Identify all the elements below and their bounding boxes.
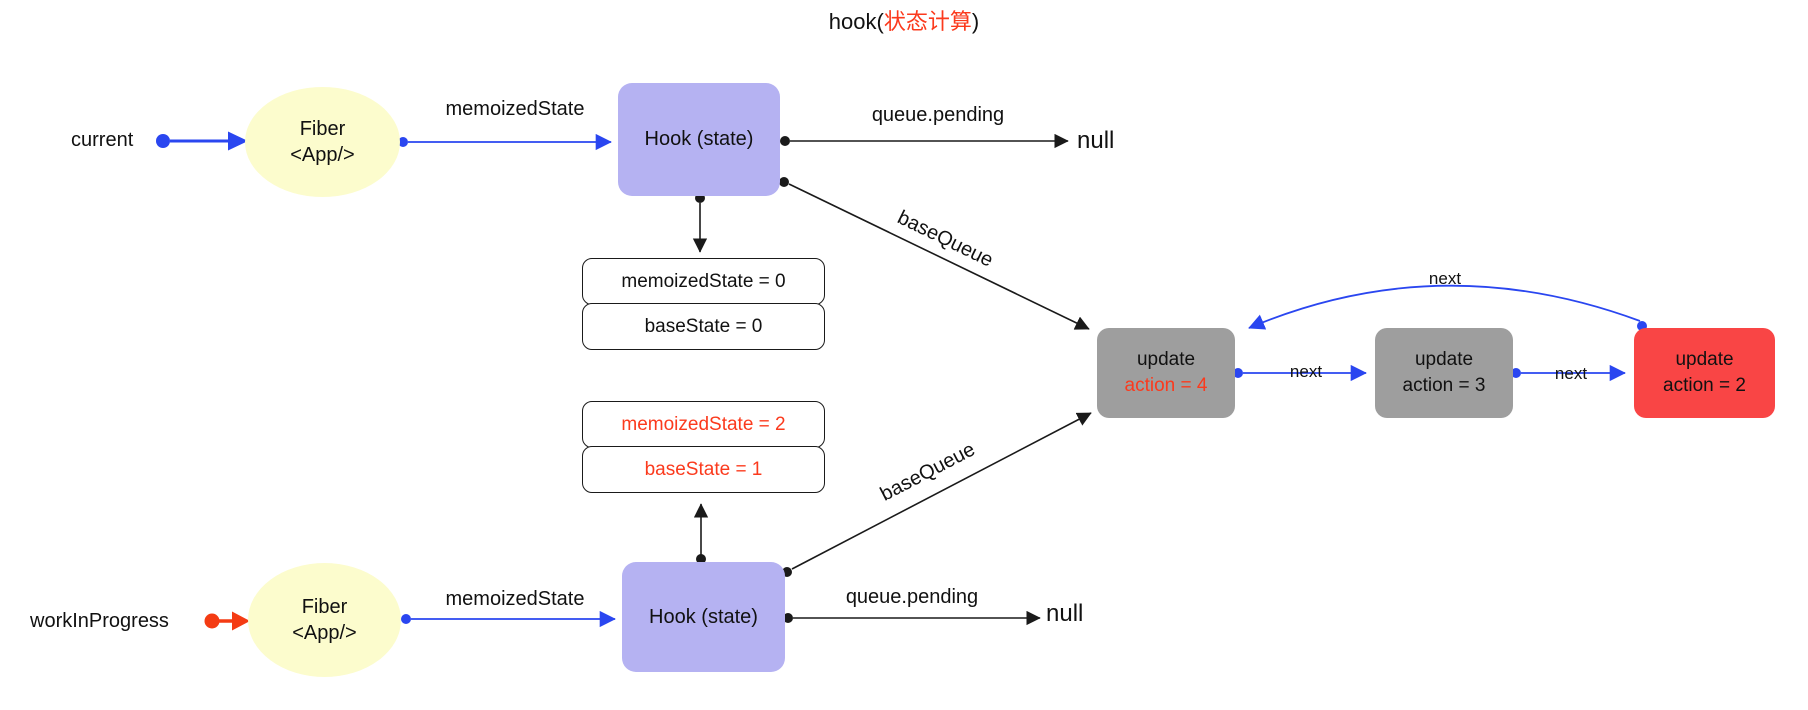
state-box-wip: memoizedState = 2 baseState = 1 <box>582 401 825 493</box>
fiber-node-current: Fiber <App/> <box>245 87 400 197</box>
title-suffix: ) <box>971 9 980 34</box>
update-node-action2: update action = 2 <box>1634 328 1775 418</box>
edge-memoizedstate-bottom <box>401 610 616 628</box>
queue-pending-label-bottom: queue.pending <box>845 586 979 608</box>
edge-next-1 <box>1233 364 1367 382</box>
update2-line2: action = 2 <box>1663 375 1746 396</box>
null-label-top: null <box>1077 127 1115 154</box>
null-label-bottom: null <box>1046 600 1084 627</box>
state-wip-memoized: memoizedState = 2 <box>582 401 825 448</box>
edge-queue-pending-top <box>780 133 1069 149</box>
title-highlight: 状态计算 <box>883 9 972 34</box>
hook-node-wip: Hook (state) <box>622 562 785 672</box>
state-box-current: memoizedState = 0 baseState = 0 <box>582 258 825 350</box>
edge-next-2 <box>1511 364 1626 382</box>
edge-wip-to-fiber <box>204 611 250 631</box>
fiber-wip-line2: <App/> <box>292 622 357 644</box>
fiber-current-line2: <App/> <box>290 144 355 166</box>
update-node-action3: update action = 3 <box>1375 328 1513 418</box>
edge-queue-pending-bottom <box>783 610 1041 626</box>
memoizedstate-edge-label-top: memoizedState <box>445 98 585 120</box>
work-in-progress-label: workInProgress <box>30 610 169 632</box>
state-current-base: baseState = 0 <box>582 303 825 350</box>
state-current-memoized: memoizedState = 0 <box>582 258 825 305</box>
next-label-2: next <box>1554 364 1588 383</box>
edge-basequeue-top <box>779 177 1090 330</box>
fiber-wip-line1: Fiber <box>301 596 348 618</box>
update4-line2: action = 4 <box>1124 375 1208 396</box>
hook-current-label: Hook (state) <box>644 128 754 150</box>
edge-next-loop <box>1248 284 1647 331</box>
state-wip-base: baseState = 1 <box>582 446 825 493</box>
title-prefix: hook( <box>828 9 884 34</box>
fiber-current-line1: Fiber <box>299 118 346 140</box>
edge-basequeue-bottom <box>782 412 1092 577</box>
hook-node-current: Hook (state) <box>618 83 780 196</box>
edge-current-to-fiber <box>156 131 248 151</box>
current-label: current <box>71 129 134 151</box>
queue-pending-label-top: queue.pending <box>871 104 1005 126</box>
edge-hook-to-state-top <box>692 193 708 253</box>
update4-line1: update <box>1136 349 1196 371</box>
edge-hook-to-state-bottom <box>693 503 709 564</box>
update-node-action4: update action = 4 <box>1097 328 1235 418</box>
memoizedstate-edge-label-bottom: memoizedState <box>445 588 585 610</box>
update2-line1: update <box>1675 349 1734 371</box>
next-label-1: next <box>1289 362 1323 381</box>
next-label-loop: next <box>1428 269 1462 288</box>
page-title: hook(状态计算) <box>829 4 979 36</box>
update3-line1: update <box>1414 349 1474 371</box>
update3-line2: action = 3 <box>1402 375 1486 396</box>
edge-memoizedstate-top <box>398 133 612 151</box>
fiber-node-wip: Fiber <App/> <box>248 563 401 677</box>
hook-wip-label: Hook (state) <box>649 605 758 628</box>
